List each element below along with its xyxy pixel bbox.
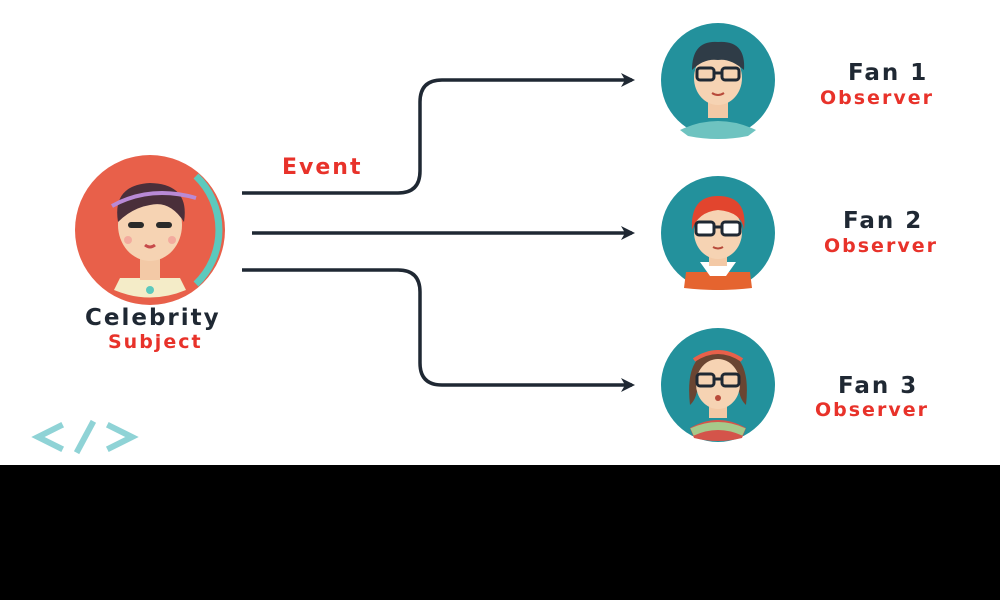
fan-1-name: Fan 1 bbox=[848, 60, 928, 86]
event-label: Event bbox=[282, 155, 362, 180]
subject-shield-arc bbox=[193, 173, 223, 287]
fan-2-avatar bbox=[661, 176, 775, 290]
observer-pattern-diagram: Event Celebri bbox=[31, 23, 938, 455]
fan-3-avatar bbox=[661, 328, 775, 442]
fan-3-role: Observer bbox=[815, 399, 929, 421]
fan-1-role: Observer bbox=[820, 87, 934, 109]
subject-role: Subject bbox=[108, 331, 203, 353]
diagram-canvas: Event Celebri bbox=[0, 0, 1000, 465]
fan-3-name: Fan 3 bbox=[838, 373, 918, 399]
celebrity-avatar bbox=[75, 155, 225, 305]
subject-name: Celebrity bbox=[85, 305, 221, 331]
arrow-to-fan-3 bbox=[242, 268, 635, 392]
fan-1-avatar bbox=[661, 23, 775, 139]
arrow-to-fan-1 bbox=[242, 73, 635, 195]
fan-2-name: Fan 2 bbox=[843, 208, 923, 234]
fan-2-role: Observer bbox=[824, 235, 938, 257]
code-brackets-logo-icon bbox=[31, 419, 139, 455]
bottom-black-band bbox=[0, 465, 1000, 600]
